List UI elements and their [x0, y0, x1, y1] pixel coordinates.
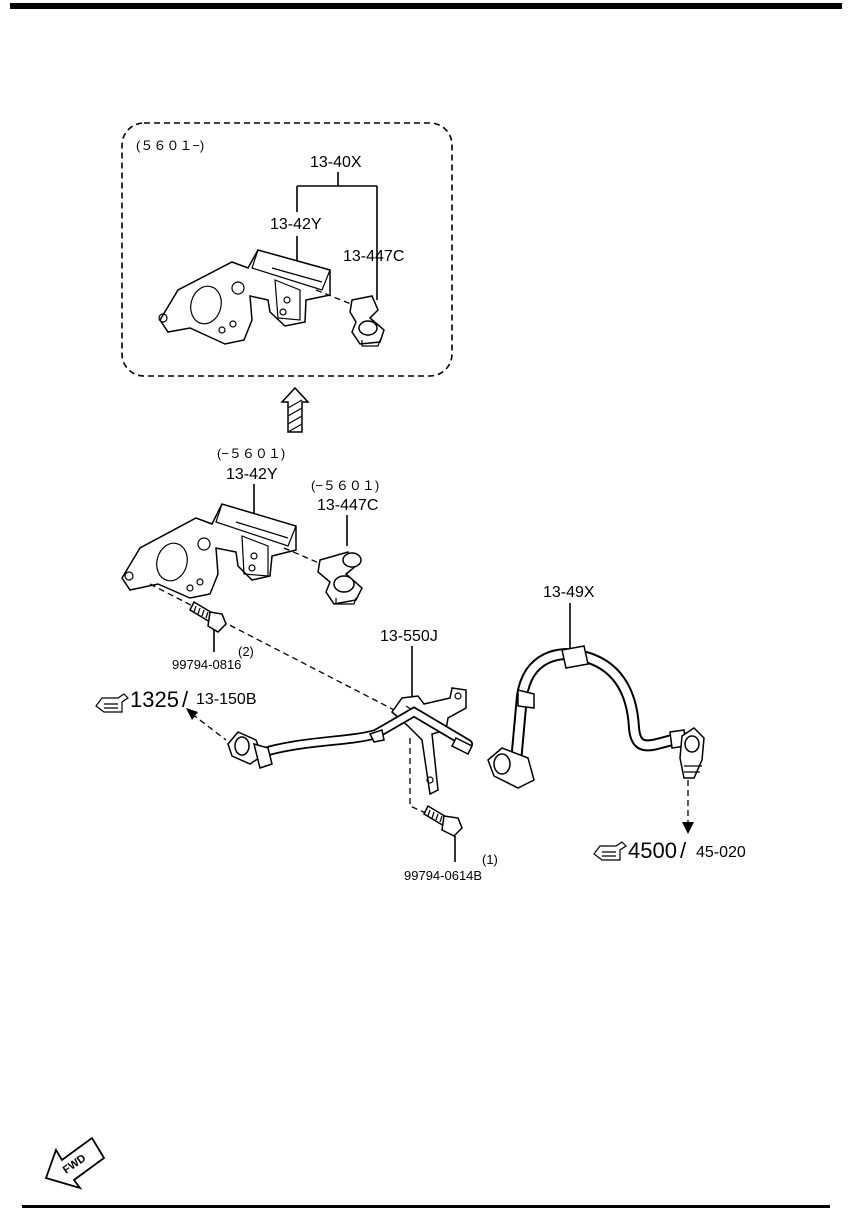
- fwd-arrow-icon: FWD: [44, 1136, 106, 1190]
- main-bracket-label: 13-42Y: [226, 466, 278, 483]
- right-ref-main: 4500: [628, 838, 677, 863]
- main-clip-drawing: [283, 547, 363, 605]
- left-ref-main: 1325: [130, 687, 179, 712]
- right-reference: 4500 / 45-020: [593, 838, 746, 863]
- inset-condition-label: (５６０１−): [136, 138, 204, 153]
- inset-clip-drawing: [315, 289, 385, 347]
- bottom-rule: [22, 1205, 830, 1208]
- inset-assembly-label: 13-40X: [310, 154, 362, 171]
- lower-bolt-dashes: [409, 738, 429, 815]
- main-bracket-condition-label: (−５６０１): [217, 446, 285, 461]
- main-clip-label: 13-447C: [317, 497, 378, 514]
- inset-bracket-drawing: [158, 249, 331, 345]
- main-bracket-drawing: [121, 503, 297, 599]
- inset-box: (５６０１−) 13-40X 13-42Y 13-447C: [121, 122, 453, 377]
- pointing-hand-icon: [95, 693, 129, 713]
- lower-bolt-drawing: [423, 804, 463, 837]
- bracket-alignment-dashes: [149, 583, 403, 715]
- inset-bracket-label: 13-42Y: [270, 216, 322, 233]
- pointing-hand-icon: [593, 841, 627, 861]
- left-ref-separator: /: [182, 687, 189, 712]
- inset-leader-lines: [296, 172, 378, 300]
- left-ref-dashes: [191, 713, 227, 741]
- left-reference: 1325 / 13-150B: [95, 687, 257, 713]
- main-clip-condition-label: (−５６０１): [311, 478, 379, 493]
- inset-clip-label: 13-447C: [343, 248, 404, 265]
- top-rule: [10, 3, 842, 9]
- lower-bolt-qty-label: (1): [482, 852, 498, 867]
- left-ref-sub: 13-150B: [196, 691, 257, 708]
- rubber-hose-drawing: [510, 645, 696, 768]
- right-ref-sub: 45-020: [696, 844, 746, 861]
- pipe-bracket-label: 13-550J: [380, 628, 438, 645]
- upper-bolt-qty-label: (2): [238, 644, 254, 659]
- right-ref-separator: /: [680, 838, 687, 863]
- right-ref-arrowhead: [682, 822, 694, 834]
- hatched-up-arrow-icon: [280, 386, 310, 433]
- hose-label: 13-49X: [543, 584, 595, 601]
- metal-pipe-drawing: [253, 706, 474, 759]
- left-connector-drawing: [227, 731, 273, 769]
- upper-bolt-drawing: [189, 600, 227, 633]
- lower-bolt-part-label: 99794-0614B: [404, 868, 482, 883]
- hose-left-connector-drawing: [487, 747, 535, 789]
- hose-right-connector-drawing: [679, 727, 705, 779]
- left-ref-arrowhead: [186, 708, 198, 720]
- upper-bolt-part-label: 99794-0816: [172, 657, 241, 672]
